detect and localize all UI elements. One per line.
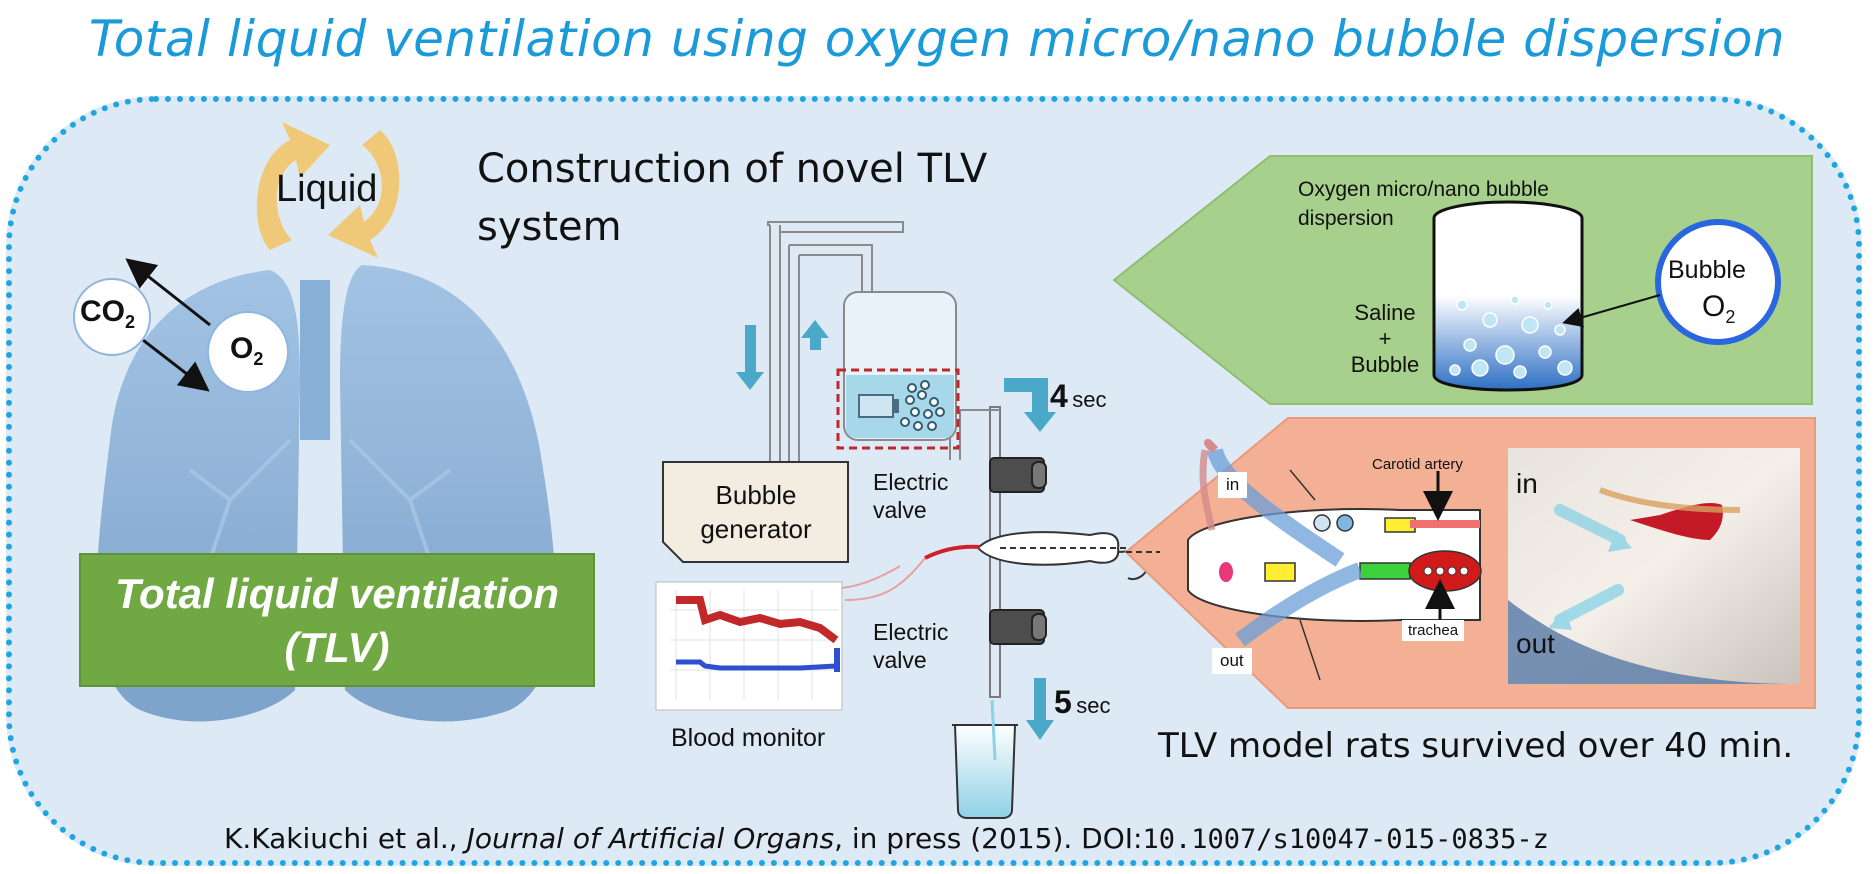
electric-valve-top-label: Electric valve <box>873 469 949 523</box>
dispersion-label: Oxygen micro/nano bubble dispersion <box>1298 178 1549 230</box>
liquid-label: Liquid <box>276 168 378 210</box>
tlv-label-box: Total liquid ventilation (TLV) <box>79 553 595 687</box>
tlv-label-line2: (TLV) <box>284 624 390 671</box>
photo-out-label: out <box>1516 628 1555 659</box>
saline-bubble-label: Saline + Bubble <box>1350 300 1420 377</box>
carotid-artery-label: Carotid artery <box>1372 456 1463 473</box>
flow-arrows <box>736 320 1056 740</box>
gas-exchange <box>73 258 289 393</box>
bubble-o2-label: Bubble <box>1668 256 1746 284</box>
reservoir-tank <box>836 291 960 450</box>
schematic-out-label: out <box>1212 648 1252 674</box>
photo-in-label: in <box>1516 468 1538 499</box>
liquid-cycle-arrows-icon <box>256 122 400 258</box>
bubble-generator <box>662 461 849 563</box>
electric-valve-bottom-label: Electric valve <box>873 619 949 673</box>
bubble-o2-formula: O2 <box>1702 290 1736 327</box>
schematic-in-label: in <box>1218 472 1248 498</box>
rat-photo <box>1508 448 1800 684</box>
co2-label: CO2 <box>80 295 136 332</box>
o2-label: O2 <box>230 332 264 369</box>
tlv-label-line1: Total liquid ventilation <box>114 570 560 617</box>
outflow-time-label: 5 sec <box>1054 684 1111 720</box>
slide-title: Total liquid ventilation using oxygen mi… <box>88 10 1786 68</box>
result-statement: TLV model rats survived over 40 min. <box>1158 726 1794 766</box>
collection-beaker <box>952 699 1018 819</box>
dispersion-panel <box>1112 155 1813 405</box>
electric-valves <box>989 457 1047 645</box>
rat-silhouette <box>844 531 1180 601</box>
bubble-generator-label: Bubble generator <box>700 480 812 544</box>
system-heading: Construction of novel TLV system <box>477 146 988 250</box>
citation: K.Kakiuchi et al., Journal of Artificial… <box>224 822 1549 855</box>
inflow-time-label: 4 sec <box>1050 378 1107 414</box>
blood-monitor-label: Blood monitor <box>671 724 826 752</box>
blood-monitor-chart <box>655 565 901 711</box>
trachea-label: trachea <box>1402 620 1465 641</box>
